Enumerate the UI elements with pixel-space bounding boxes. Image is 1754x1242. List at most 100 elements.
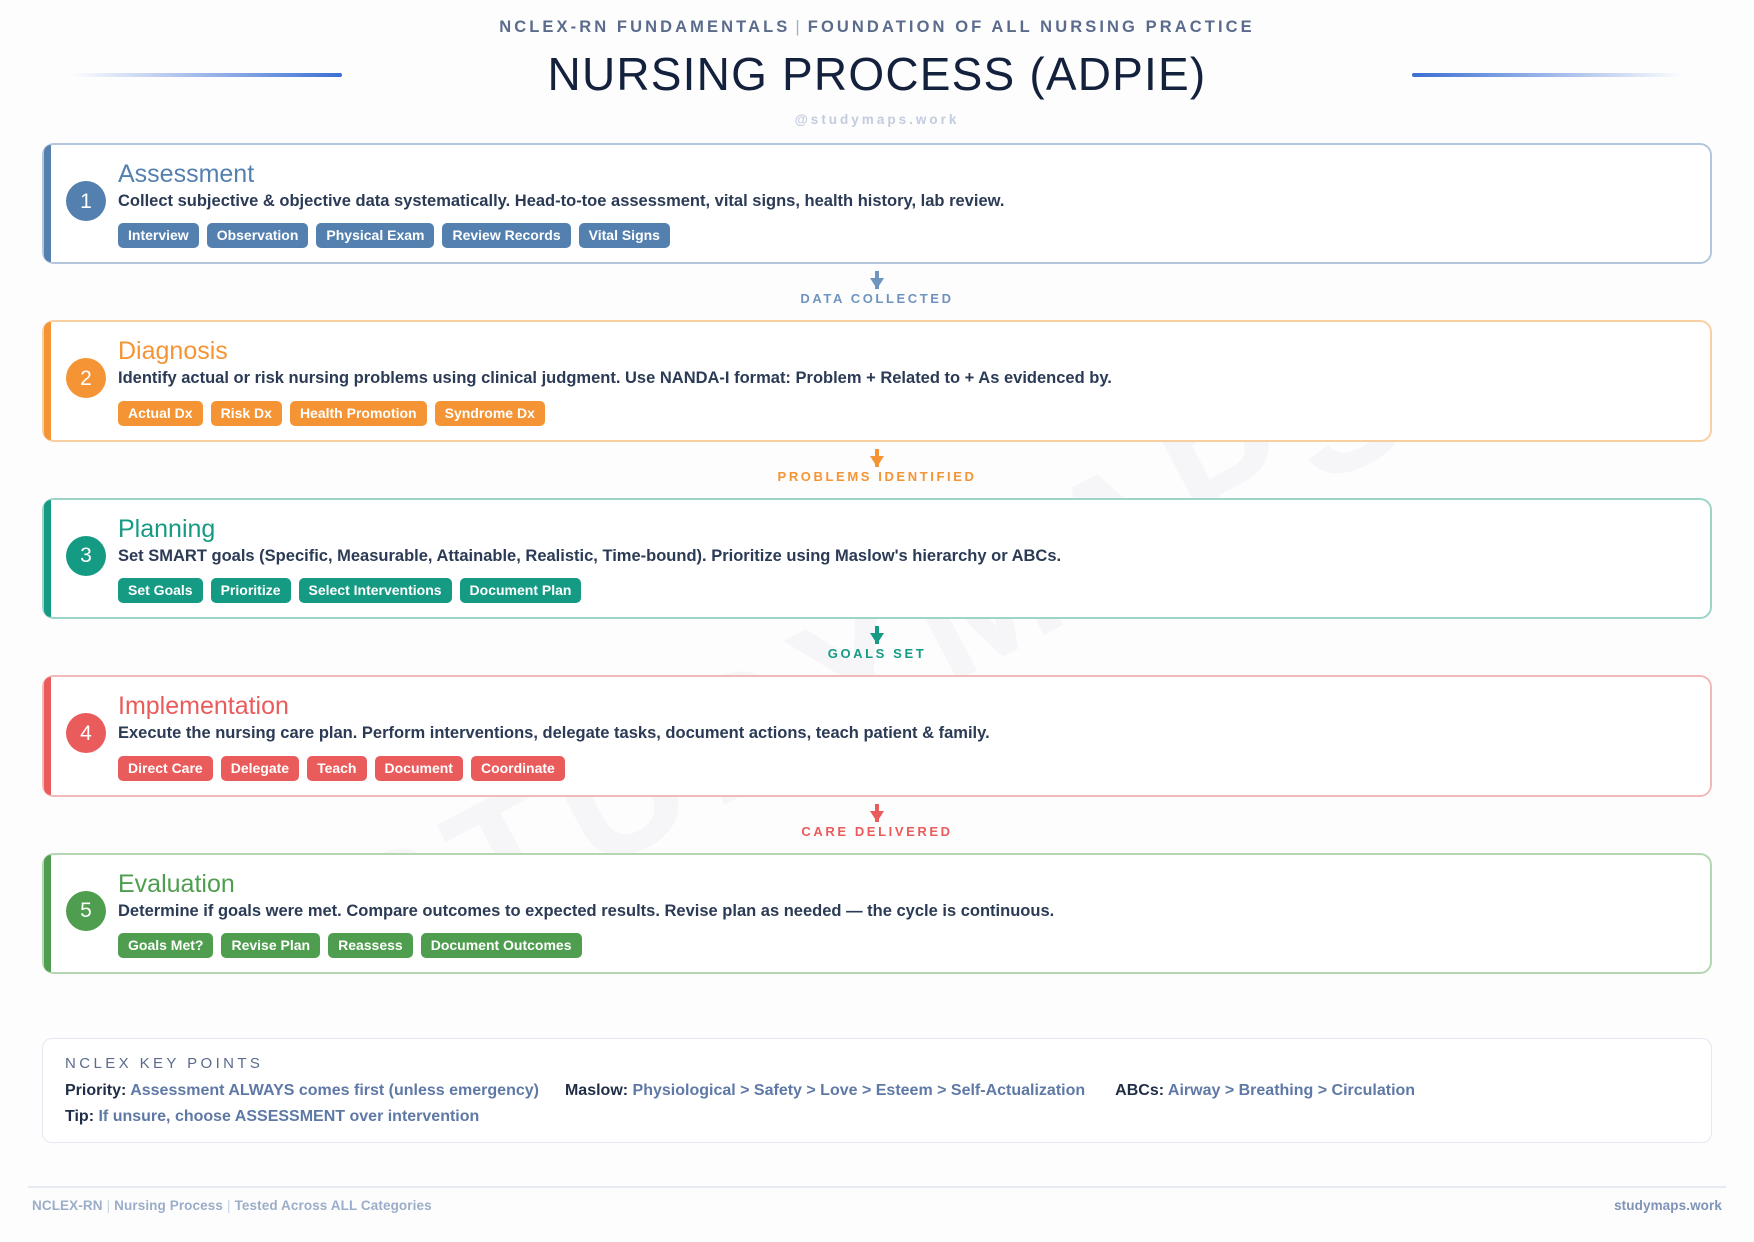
step-accent-bar: [44, 677, 51, 795]
step-description: Identify actual or risk nursing problems…: [118, 369, 1112, 388]
step-tag[interactable]: Reassess: [328, 933, 413, 959]
connector-label: PROBLEMS IDENTIFIED: [777, 468, 977, 484]
key-point-maslow: Maslow: Physiological > Safety > Love > …: [565, 1082, 1085, 1100]
step-accent-bar: [44, 145, 51, 263]
footer-separator: |: [106, 1198, 111, 1213]
title-rule-right: [1412, 73, 1682, 77]
kicker-right: FOUNDATION OF ALL NURSING PRACTICE: [807, 18, 1255, 36]
nclex-key-points-panel: NCLEX KEY POINTS Priority: Assessment AL…: [42, 1038, 1712, 1143]
step-tag[interactable]: Vital Signs: [578, 223, 670, 249]
brand-handle: @studymaps.work: [794, 112, 960, 127]
step-tag[interactable]: Prioritize: [210, 578, 291, 604]
page-title: NURSING PROCESS (ADPIE): [547, 48, 1207, 100]
step-tag[interactable]: Review Records: [442, 223, 571, 249]
step-tag[interactable]: Revise Plan: [221, 933, 321, 959]
key-point-label: Priority:: [65, 1082, 127, 1099]
step-card-diagnosis[interactable]: 2 Diagnosis Identify actual or risk nurs…: [42, 320, 1712, 442]
step-tag[interactable]: Document: [374, 755, 463, 781]
footer-exam-name: NCLEX-RN: [32, 1198, 103, 1213]
step-tag[interactable]: Observation: [206, 223, 309, 249]
footer-brand: studymaps.work: [1614, 1198, 1722, 1213]
step-tag[interactable]: Interview: [118, 223, 199, 249]
connector-goals-set: GOALS SET: [42, 619, 1712, 675]
step-tag[interactable]: Document Plan: [459, 578, 582, 604]
connector-problems-identified: PROBLEMS IDENTIFIED: [42, 442, 1712, 498]
connector-label: DATA COLLECTED: [800, 291, 954, 307]
step-number-badge: 1: [66, 181, 106, 221]
step-tag[interactable]: Set Goals: [118, 578, 203, 604]
footer-separator: |: [226, 1198, 231, 1213]
step-title: Diagnosis: [118, 337, 228, 366]
key-point-abcs: ABCs: Airway > Breathing > Circulation: [1115, 1082, 1415, 1100]
step-number-badge: 3: [66, 535, 106, 576]
key-point-tip: Tip: If unsure, choose ASSESSMENT over i…: [65, 1108, 479, 1126]
step-tags: Direct Care Delegate Teach Document Coor…: [118, 755, 1690, 781]
connector-data-collected: DATA COLLECTED: [42, 264, 1712, 320]
step-card-assessment[interactable]: 1 Assessment Collect subjective & object…: [42, 143, 1712, 265]
step-title: Assessment: [118, 160, 255, 188]
step-tags: Goals Met? Revise Plan Reassess Document…: [118, 933, 1690, 959]
step-tag[interactable]: Delegate: [220, 755, 300, 781]
step-tag[interactable]: Syndrome Dx: [434, 400, 545, 426]
step-number-badge: 4: [66, 713, 106, 754]
key-points-heading: NCLEX KEY POINTS: [65, 1055, 264, 1072]
step-accent-bar: [44, 322, 51, 440]
step-tag[interactable]: Coordinate: [470, 755, 565, 781]
key-point-priority: Priority: Assessment ALWAYS comes first …: [65, 1082, 539, 1100]
arrow-down-icon: [870, 626, 884, 645]
arrow-down-icon: [870, 803, 884, 822]
step-card-planning[interactable]: 3 Planning Set SMART goals (Specific, Me…: [42, 497, 1712, 620]
step-card-evaluation[interactable]: 5 Evaluation Determine if goals were met…: [42, 852, 1712, 975]
footer-note: Tested Across ALL Categories: [234, 1198, 432, 1213]
step-title: Evaluation: [118, 869, 235, 898]
connector-label: GOALS SET: [827, 646, 927, 662]
step-tag[interactable]: Direct Care: [118, 755, 213, 781]
step-tag[interactable]: Select Interventions: [298, 578, 452, 604]
step-description: Determine if goals were met. Compare out…: [118, 901, 1055, 920]
step-tags: Actual Dx Risk Dx Health Promotion Syndr…: [118, 400, 1690, 426]
key-point-value: Assessment ALWAYS comes first (unless em…: [130, 1082, 539, 1099]
footer-divider: [28, 1186, 1726, 1188]
footer: NCLEX-RN|Nursing Process|Tested Across A…: [32, 1198, 1722, 1213]
footer-left: NCLEX-RN|Nursing Process|Tested Across A…: [32, 1198, 432, 1213]
step-title: Planning: [118, 514, 216, 543]
step-tag[interactable]: Teach: [307, 755, 367, 781]
step-accent-bar: [44, 854, 51, 973]
connector-label: CARE DELIVERED: [801, 823, 953, 839]
title-rule-left: [72, 73, 342, 77]
step-title: Implementation: [118, 692, 289, 721]
key-point-value: Physiological > Safety > Love > Esteem >…: [632, 1082, 1086, 1099]
key-point-label: Maslow:: [564, 1082, 629, 1099]
step-description: Collect subjective & objective data syst…: [118, 192, 1005, 210]
kicker-separator: |: [795, 18, 803, 36]
key-point-value: If unsure, choose ASSESSMENT over interv…: [98, 1108, 480, 1125]
step-tag[interactable]: Goals Met?: [118, 933, 214, 959]
kicker-left: NCLEX-RN FUNDAMENTALS: [499, 18, 791, 36]
step-tag[interactable]: Document Outcomes: [420, 933, 582, 959]
key-points-row-2: Tip: If unsure, choose ASSESSMENT over i…: [65, 1108, 1689, 1126]
header: NCLEX-RN FUNDAMENTALS|FOUNDATION OF ALL …: [0, 0, 1754, 127]
step-tag[interactable]: Health Promotion: [289, 400, 427, 426]
step-tags: Set Goals Prioritize Select Intervention…: [118, 578, 1690, 604]
connector-care-delivered: CARE DELIVERED: [42, 797, 1712, 853]
step-tags: Interview Observation Physical Exam Revi…: [118, 223, 1690, 249]
footer-topic: Nursing Process: [114, 1198, 223, 1213]
title-row: NURSING PROCESS (ADPIE): [0, 46, 1754, 102]
steps-list: 1 Assessment Collect subjective & object…: [42, 143, 1712, 975]
step-card-implementation[interactable]: 4 Implementation Execute the nursing car…: [42, 675, 1712, 797]
key-point-value: Airway > Breathing > Circulation: [1167, 1082, 1416, 1099]
step-description: Execute the nursing care plan. Perform i…: [118, 724, 990, 743]
header-kicker: NCLEX-RN FUNDAMENTALS|FOUNDATION OF ALL …: [0, 18, 1754, 37]
key-point-label: Tip:: [65, 1108, 95, 1125]
arrow-down-icon: [870, 271, 884, 290]
step-number-badge: 2: [66, 358, 106, 399]
key-points-row-1: Priority: Assessment ALWAYS comes first …: [65, 1082, 1689, 1100]
step-tag[interactable]: Actual Dx: [118, 400, 203, 426]
step-tag[interactable]: Risk Dx: [210, 400, 282, 426]
step-number-badge: 5: [66, 890, 106, 931]
step-description: Set SMART goals (Specific, Measurable, A…: [118, 546, 1062, 565]
step-tag[interactable]: Physical Exam: [316, 223, 435, 249]
key-point-label: ABCs:: [1115, 1082, 1165, 1099]
arrow-down-icon: [870, 448, 884, 467]
